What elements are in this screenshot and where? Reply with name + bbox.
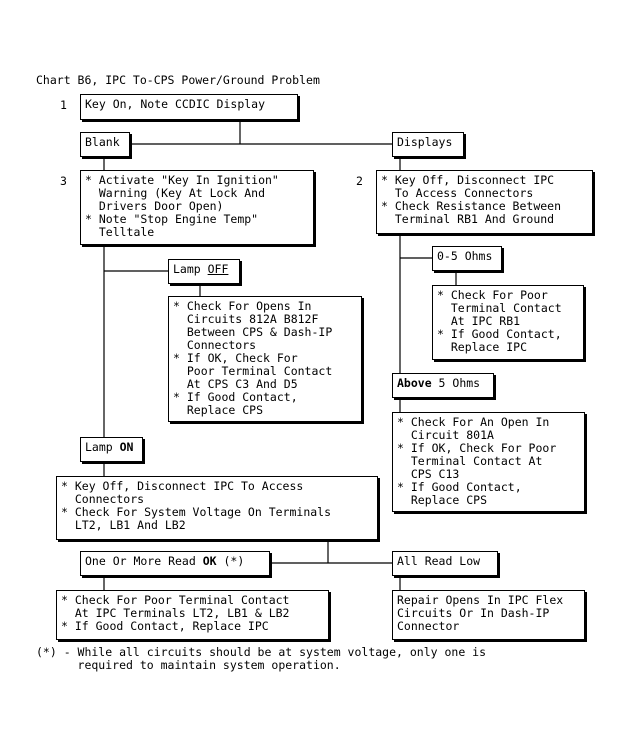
poor-contact-rb1-line: At IPC RB1 — [437, 314, 521, 328]
check-opens-box: * Check For Opens In Circuits 812A B812F… — [168, 296, 362, 422]
system-voltage-box: * Key Off, Disconnect IPC To Access Conn… — [56, 476, 378, 540]
step-3-line: * Activate "Key In Ignition" — [85, 173, 279, 187]
step-3-line: Telltale — [85, 225, 155, 239]
lamp-on-prefix: Lamp — [85, 440, 120, 454]
poor-contact-rb1-box: * Check For Poor Terminal Contact At IPC… — [432, 285, 584, 360]
step-number-2: 2 — [356, 174, 363, 188]
check-opens-line: At CPS C3 And D5 — [173, 377, 298, 391]
blank-box: Blank — [80, 132, 130, 157]
poor-contact-rb1-line: * Check For Poor — [437, 288, 548, 302]
lamp-on-box: Lamp ON — [80, 437, 143, 462]
step-2-line: * Check Resistance Between — [381, 199, 562, 213]
lamp-off-emphasis: OFF — [207, 262, 229, 276]
ohms-low-box: 0-5 Ohms — [432, 246, 502, 271]
check-opens-line: * Check For Opens In — [173, 299, 312, 313]
read-low-box: All Read Low — [392, 551, 498, 576]
above-emphasis: Above — [397, 376, 432, 390]
lamp-on-emphasis: ON — [119, 440, 134, 454]
read-ok-prefix: One Or More Read — [85, 554, 203, 568]
step-number-1: 1 — [60, 98, 67, 112]
step-number-3: 3 — [60, 174, 67, 188]
read-low-label: All Read Low — [397, 554, 481, 568]
system-voltage-line: LT2, LB1 And LB2 — [61, 518, 186, 532]
poor-contact-rb1-line: Replace IPC — [437, 340, 528, 354]
footnote-line-2: required to maintain system operation. — [36, 658, 341, 672]
read-ok-box: One Or More Read OK (*) — [80, 551, 270, 576]
above-suffix: 5 Ohms — [431, 376, 481, 390]
displays-box: Displays — [392, 132, 464, 157]
step-2-box: * Key Off, Disconnect IPC To Access Conn… — [376, 170, 593, 234]
check-opens-line: Circuits 812A B812F — [173, 312, 319, 326]
repair-opens-line: Circuits Or In Dash-IP — [397, 606, 550, 620]
step-2-line: * Key Off, Disconnect IPC — [381, 173, 555, 187]
above-5-ohms-box: Above 5 Ohms — [392, 373, 494, 398]
poor-contact-lt2-line: * Check For Poor Terminal Contact — [61, 593, 290, 607]
step-1-box: Key On, Note CCDIC Display — [80, 94, 298, 120]
step-2-line: Terminal RB1 And Ground — [381, 212, 555, 226]
poor-contact-lt2-line: * If Good Contact, Replace IPC — [61, 619, 269, 633]
step-3-box: * Activate "Key In Ignition" Warning (Ke… — [80, 170, 314, 245]
check-opens-line: Poor Terminal Contact — [173, 364, 333, 378]
footnote-line-1: (*) - While all circuits should be at sy… — [36, 645, 487, 659]
repair-opens-line: Connector — [397, 619, 460, 633]
chart-title: Chart B6, IPC To-CPS Power/Ground Proble… — [36, 73, 320, 87]
poor-contact-lt2-line: At IPC Terminals LT2, LB1 & LB2 — [61, 606, 290, 620]
poor-contact-lt2-box: * Check For Poor Terminal Contact At IPC… — [56, 590, 329, 640]
check-opens-line: Connectors — [173, 338, 257, 352]
check-opens-line: Replace CPS — [173, 403, 264, 417]
check-opens-line: * If OK, Check For — [173, 351, 298, 365]
poor-contact-rb1-line: * If Good Contact, — [437, 327, 562, 341]
step-1-text: Key On, Note CCDIC Display — [85, 97, 266, 111]
displays-label: Displays — [397, 135, 453, 149]
read-ok-suffix: (*) — [216, 554, 245, 568]
step-3-line: Drivers Door Open) — [85, 199, 224, 213]
check-open-801a-line: * If OK, Check For Poor — [397, 441, 557, 455]
check-open-801a-line: * If Good Contact, — [397, 480, 522, 494]
ohms-low-label: 0-5 Ohms — [437, 249, 493, 263]
check-open-801a-line: Circuit 801A — [397, 428, 494, 442]
lamp-off-box: Lamp OFF — [168, 259, 240, 284]
system-voltage-line: * Check For System Voltage On Terminals — [61, 505, 332, 519]
lamp-off-prefix: Lamp — [173, 262, 208, 276]
blank-label: Blank — [85, 135, 120, 149]
check-open-801a-box: * Check For An Open In Circuit 801A* If … — [392, 412, 585, 512]
check-opens-line: Between CPS & Dash-IP — [173, 325, 333, 339]
step-3-line: Warning (Key At Lock And — [85, 186, 266, 200]
system-voltage-line: Connectors — [61, 492, 145, 506]
repair-opens-line: Repair Opens In IPC Flex — [397, 593, 564, 607]
check-open-801a-line: Terminal Contact At — [397, 454, 543, 468]
step-2-line: To Access Connectors — [381, 186, 534, 200]
step-3-line: * Note "Stop Engine Temp" — [85, 212, 259, 226]
check-open-801a-line: CPS C13 — [397, 467, 460, 481]
check-opens-line: * If Good Contact, — [173, 390, 298, 404]
read-ok-emphasis: OK — [202, 554, 217, 568]
poor-contact-rb1-line: Terminal Contact — [437, 301, 562, 315]
check-open-801a-line: * Check For An Open In — [397, 415, 550, 429]
system-voltage-line: * Key Off, Disconnect IPC To Access — [61, 479, 304, 493]
check-open-801a-line: Replace CPS — [397, 493, 488, 507]
